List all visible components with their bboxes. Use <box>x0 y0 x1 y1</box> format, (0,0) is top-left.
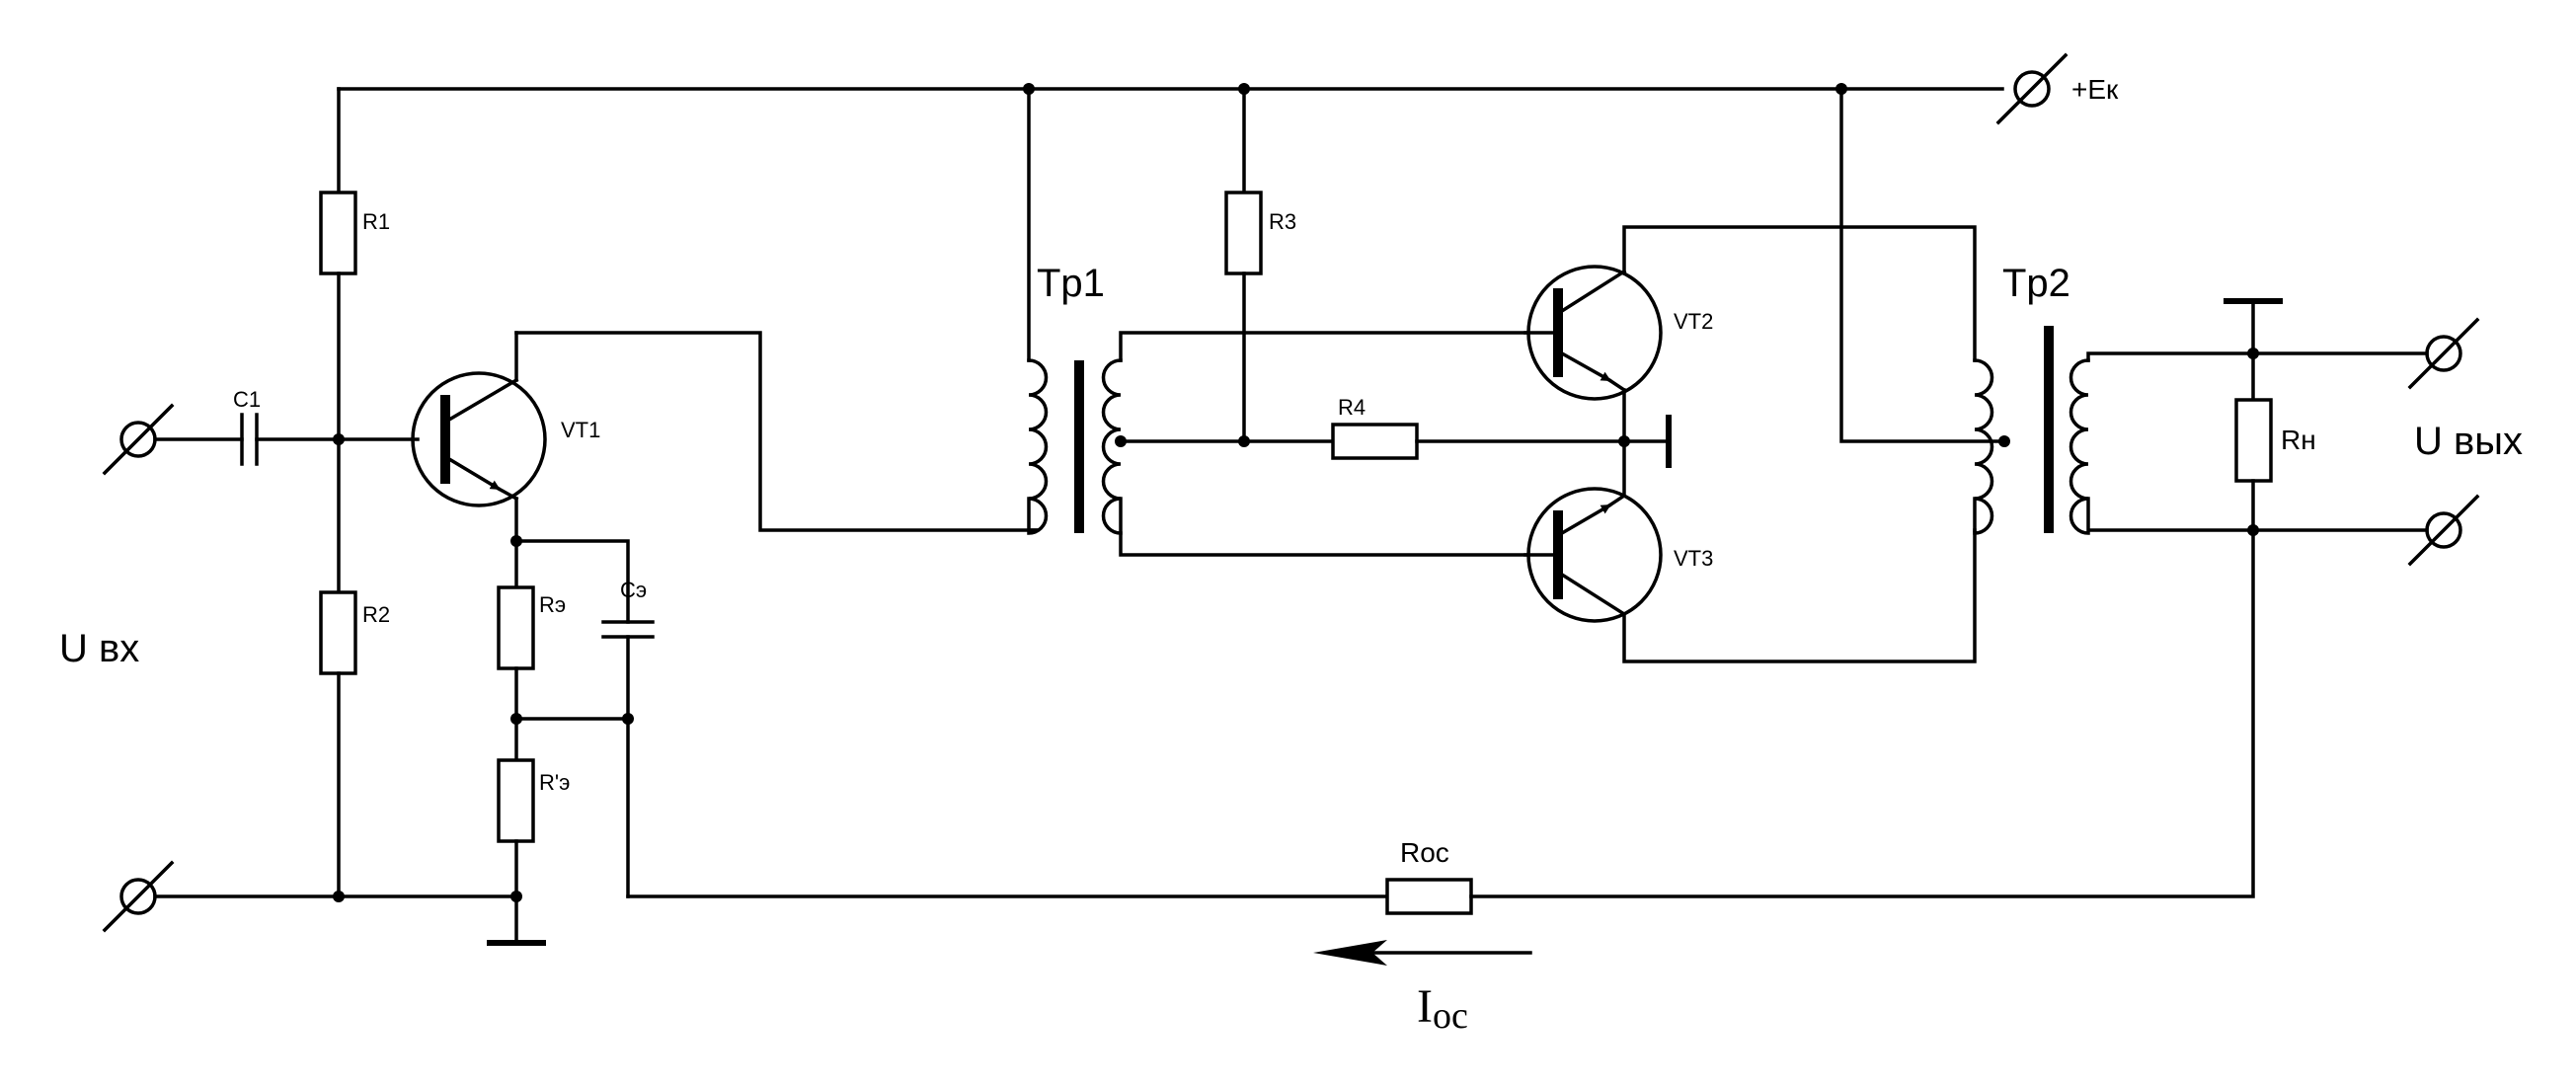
vt1-label: VT1 <box>561 418 600 442</box>
re-prime-label: R'э <box>539 770 570 795</box>
resistor-re <box>497 585 535 670</box>
roc-label: Roc <box>1400 837 1449 868</box>
resistor-r3 <box>1224 191 1263 275</box>
vt3-label: VT3 <box>1674 546 1713 571</box>
tp2-label: Tp2 <box>2002 262 2070 305</box>
resistor-r4 <box>1331 423 1419 460</box>
transistor-vt2 <box>1523 265 1663 401</box>
output-terminal-bottom <box>2407 494 2480 567</box>
transformer-tp1 <box>1027 87 1123 535</box>
c1-label: C1 <box>233 387 261 412</box>
r2-label: R2 <box>362 602 390 627</box>
tp1-label: Tp1 <box>1037 262 1105 305</box>
output-terminal-top <box>2407 317 2480 390</box>
ce-label: Cэ <box>620 578 647 602</box>
feedback-current-label: Ioc <box>1417 980 1468 1037</box>
supply-rail <box>337 87 2004 194</box>
resistor-re-prime <box>497 758 535 843</box>
transformer-tp2 <box>1973 326 2090 535</box>
rn-label: Rн <box>2281 425 2316 455</box>
r3-label: R3 <box>1269 209 1296 234</box>
supply-terminal <box>1995 52 2069 125</box>
re-label: Rэ <box>539 592 566 617</box>
r1-label: R1 <box>362 209 390 234</box>
junction-dots <box>333 83 2259 902</box>
transistor-vt1 <box>411 371 547 507</box>
capacitor-ce <box>601 620 655 639</box>
resistor-r1 <box>319 191 357 275</box>
capacitor-c1 <box>240 413 259 466</box>
output-label: U вых <box>2414 420 2523 463</box>
vt2-label: VT2 <box>1674 309 1713 334</box>
r4-label: R4 <box>1338 395 1366 420</box>
supply-label: +Eк <box>2071 74 2119 105</box>
resistor-rn <box>2234 398 2273 483</box>
input-label: U вх <box>59 627 139 670</box>
resistor-roc <box>1385 878 1473 915</box>
transistor-vt3 <box>1523 487 1663 623</box>
resistor-r2 <box>319 590 357 675</box>
